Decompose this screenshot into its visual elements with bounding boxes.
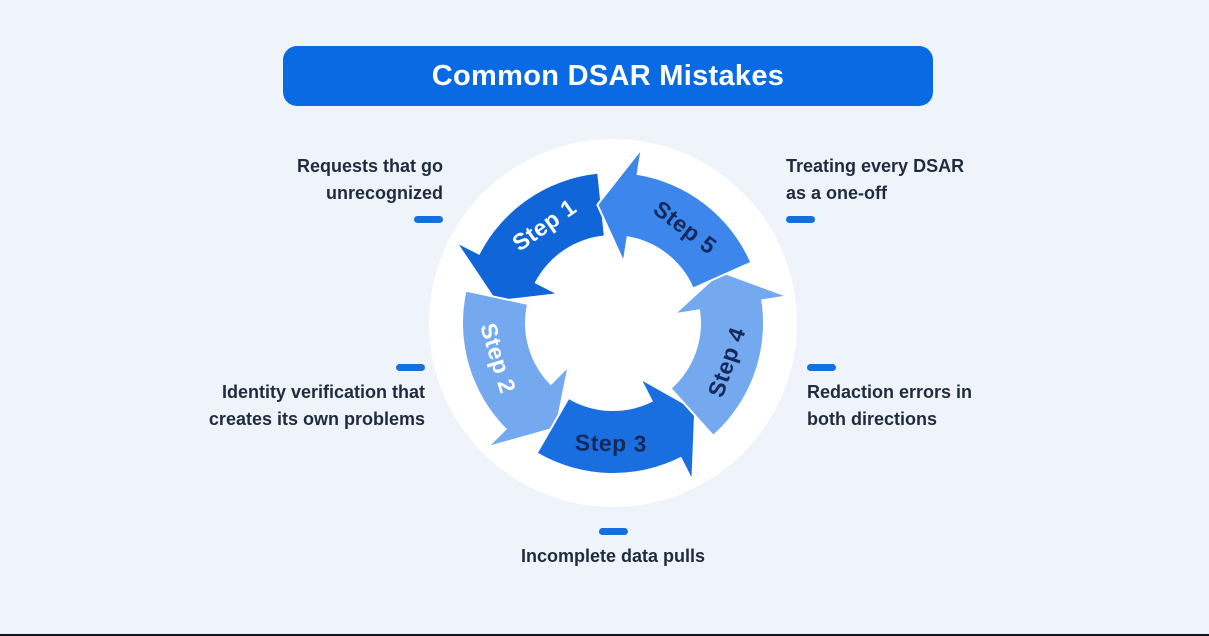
accent-dash [786, 216, 815, 223]
bottom-edge-line [0, 634, 1209, 636]
page-title: Common DSAR Mistakes [431, 59, 785, 92]
cycle-arrow-step-5 [596, 150, 752, 290]
mistake-text-line: Redaction errors in [807, 382, 973, 402]
accent-dash [396, 364, 425, 371]
cycle-arrow-step-2 [461, 289, 569, 448]
mistake-text-line: both directions [807, 409, 937, 429]
mistake-text-line: unrecognized [325, 183, 443, 203]
accent-dash [414, 216, 443, 223]
step-label-3: Step 3 [575, 429, 647, 456]
mistake-text-line: creates its own problems [208, 409, 425, 429]
mistake-text-line: Incomplete data pulls [520, 546, 706, 566]
cycle-arrow-step-3 [536, 378, 697, 480]
mistake-text-line: Identity verification that [221, 382, 425, 402]
mistake-label-mid-right: Redaction errors in both directions [807, 364, 972, 433]
mistake-label-top-right: Treating every DSAR as a one-off [786, 153, 964, 223]
mistake-text-line: Treating every DSAR [786, 156, 965, 176]
accent-dash [598, 528, 628, 535]
cycle-arrow-step-1 [456, 171, 606, 303]
mistake-label-mid-left: Identity verification that creates its o… [209, 364, 425, 433]
accent-dash [807, 364, 836, 371]
mistake-text-line: as a one-off [786, 183, 888, 203]
mistake-label-bottom: Incomplete data pulls [521, 528, 705, 570]
title-banner: Common DSAR Mistakes [283, 46, 933, 106]
mistake-text-line: Requests that go [296, 156, 443, 176]
cycle-arrow-step-4 [669, 270, 786, 437]
mistake-label-top-left: Requests that go unrecognized [297, 153, 443, 223]
